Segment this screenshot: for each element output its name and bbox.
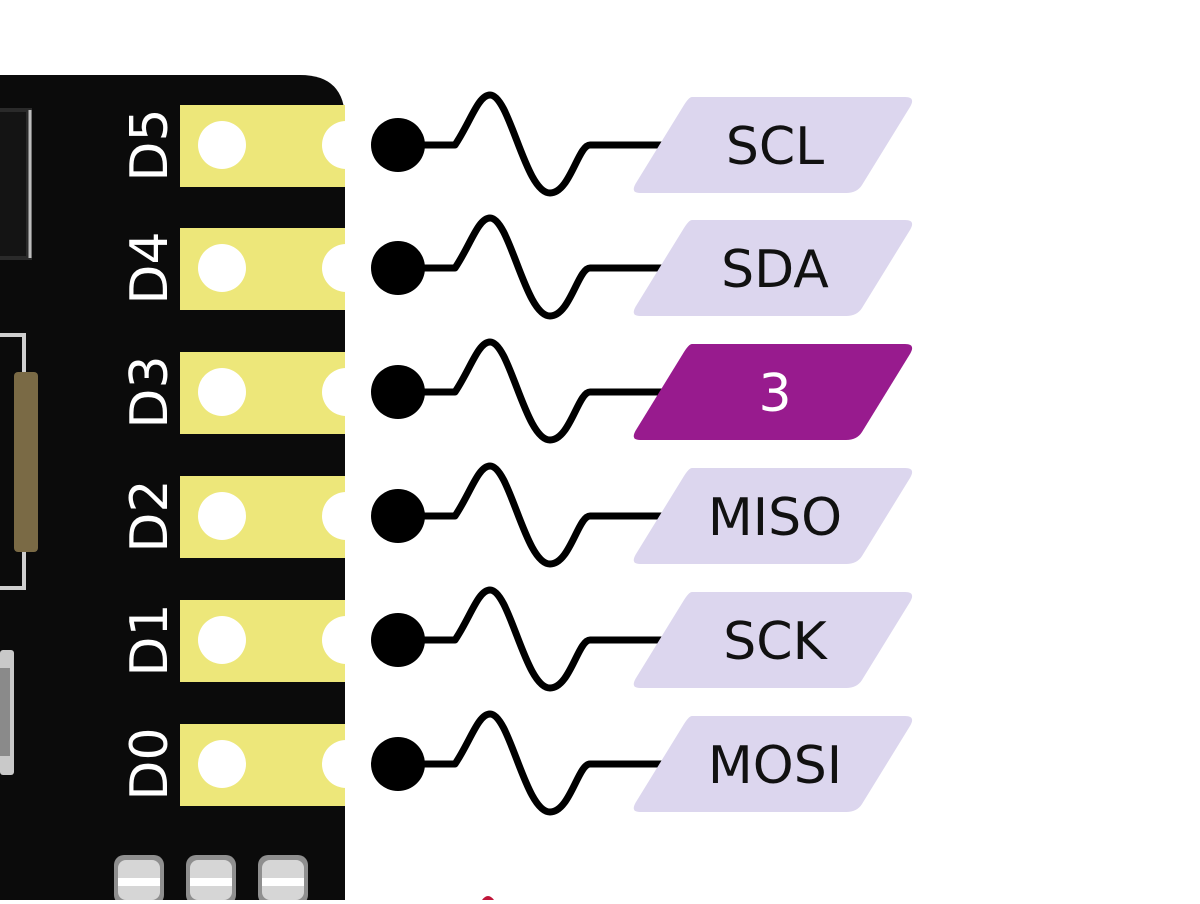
- board-small-component: [0, 650, 14, 775]
- wire-line: [394, 462, 669, 568]
- pin-hole: [198, 740, 246, 788]
- board-chip-top: [0, 108, 32, 260]
- pin-hole: [198, 616, 246, 664]
- pin-row-d0: D0 MOSI: [120, 710, 913, 816]
- wire-line: [394, 214, 669, 320]
- pin-label-tag: [633, 220, 913, 316]
- pin-label-scl: SCL: [726, 117, 824, 177]
- pin-hole-edge: [322, 121, 370, 169]
- board-connector: [0, 333, 38, 590]
- wire-line: [394, 338, 669, 444]
- silk-label: D2: [120, 479, 180, 552]
- pin-row-d3: D3 3: [120, 338, 913, 444]
- pin-row-d2: D2 MISO: [120, 462, 913, 568]
- pin-label-mosi: MOSI: [708, 736, 842, 796]
- pin-hole-edge: [322, 244, 370, 292]
- silk-label: D4: [120, 231, 180, 304]
- pin-hole: [198, 244, 246, 292]
- pin-label-tag: [633, 716, 913, 812]
- pin-label-tag: [633, 344, 913, 440]
- pin-label-tag: [633, 97, 913, 193]
- wire-line: [394, 91, 669, 197]
- board-bottom-pads: [114, 855, 308, 904]
- pin-row-d5: D5 SCL: [120, 91, 913, 197]
- wire-line: [394, 710, 669, 816]
- pin-hole: [198, 121, 246, 169]
- silk-label: D5: [120, 108, 180, 181]
- pin-label-3: 3: [758, 364, 791, 424]
- pin-hole-edge: [322, 616, 370, 664]
- silk-label: D3: [120, 355, 180, 428]
- pin-label-sck: SCK: [723, 612, 828, 672]
- silk-label: D0: [120, 727, 180, 800]
- pin-label-tag: [633, 468, 913, 564]
- pin-hole-edge: [322, 492, 370, 540]
- pin-row-d1: D1 SCK: [120, 586, 913, 692]
- pin-label-miso: MISO: [708, 488, 842, 548]
- pin-hole-edge: [322, 740, 370, 788]
- silk-label: D1: [120, 603, 180, 676]
- pin-hole: [198, 368, 246, 416]
- pin-hole: [198, 492, 246, 540]
- pin-label-sda: SDA: [721, 240, 829, 300]
- pin-row-d4: D4 SDA: [120, 214, 913, 320]
- pin-hole-edge: [322, 368, 370, 416]
- board-red-mark: [482, 896, 494, 900]
- pin-label-tag: [633, 592, 913, 688]
- wire-line: [394, 586, 669, 692]
